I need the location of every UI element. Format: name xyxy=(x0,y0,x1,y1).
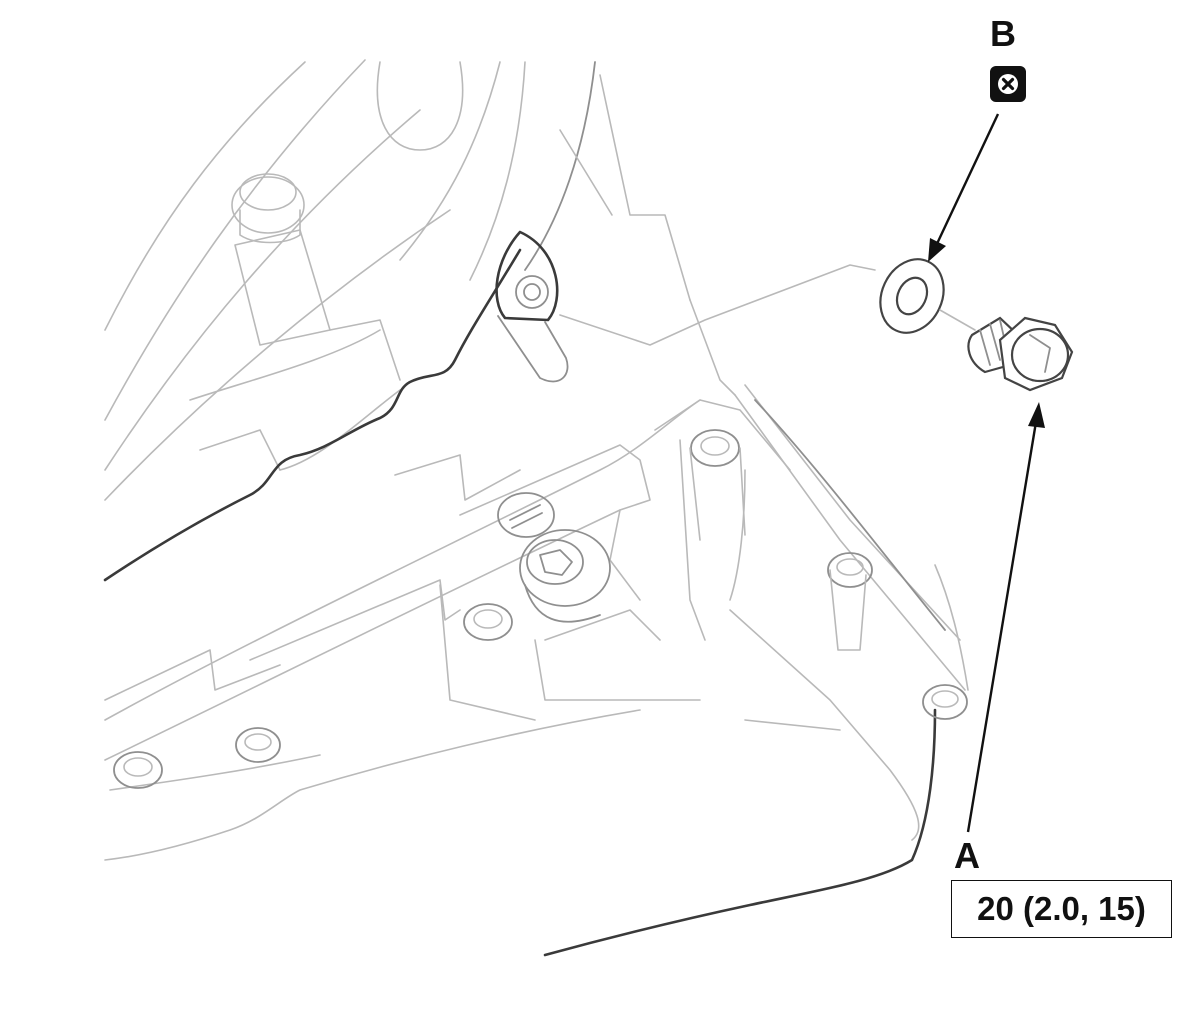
oil-pan-edge xyxy=(543,708,937,957)
case-bolt-1 xyxy=(690,429,740,467)
callout-b-label: B xyxy=(990,13,1016,54)
mount-bracket xyxy=(495,230,569,383)
washer-axis-line xyxy=(939,309,976,331)
bell-housing-edge xyxy=(103,248,522,582)
drain-plug-assembly xyxy=(497,492,611,623)
drain-bolt xyxy=(967,316,1074,392)
torque-spec-text: 20 (2.0, 15) xyxy=(977,890,1146,927)
sealing-washer xyxy=(879,258,945,334)
case-bolts xyxy=(113,429,968,789)
callout-a-arrow xyxy=(966,402,1045,833)
callout-a-label: A xyxy=(954,835,980,876)
callout-b-arrow xyxy=(928,113,1000,262)
case-bolt-3 xyxy=(827,552,873,588)
replace-part-icon xyxy=(990,66,1026,102)
case-bolt-5 xyxy=(235,727,281,763)
transmission-case xyxy=(104,264,969,861)
case-bolt-4 xyxy=(922,684,968,720)
x-mark-icon xyxy=(998,74,1018,94)
housing-bolt xyxy=(231,173,305,244)
torque-spec-box: 20 (2.0, 15) xyxy=(951,880,1172,938)
case-bolt-6 xyxy=(113,751,163,789)
transmission-housing xyxy=(104,59,691,501)
case-bolt-2 xyxy=(463,603,513,641)
